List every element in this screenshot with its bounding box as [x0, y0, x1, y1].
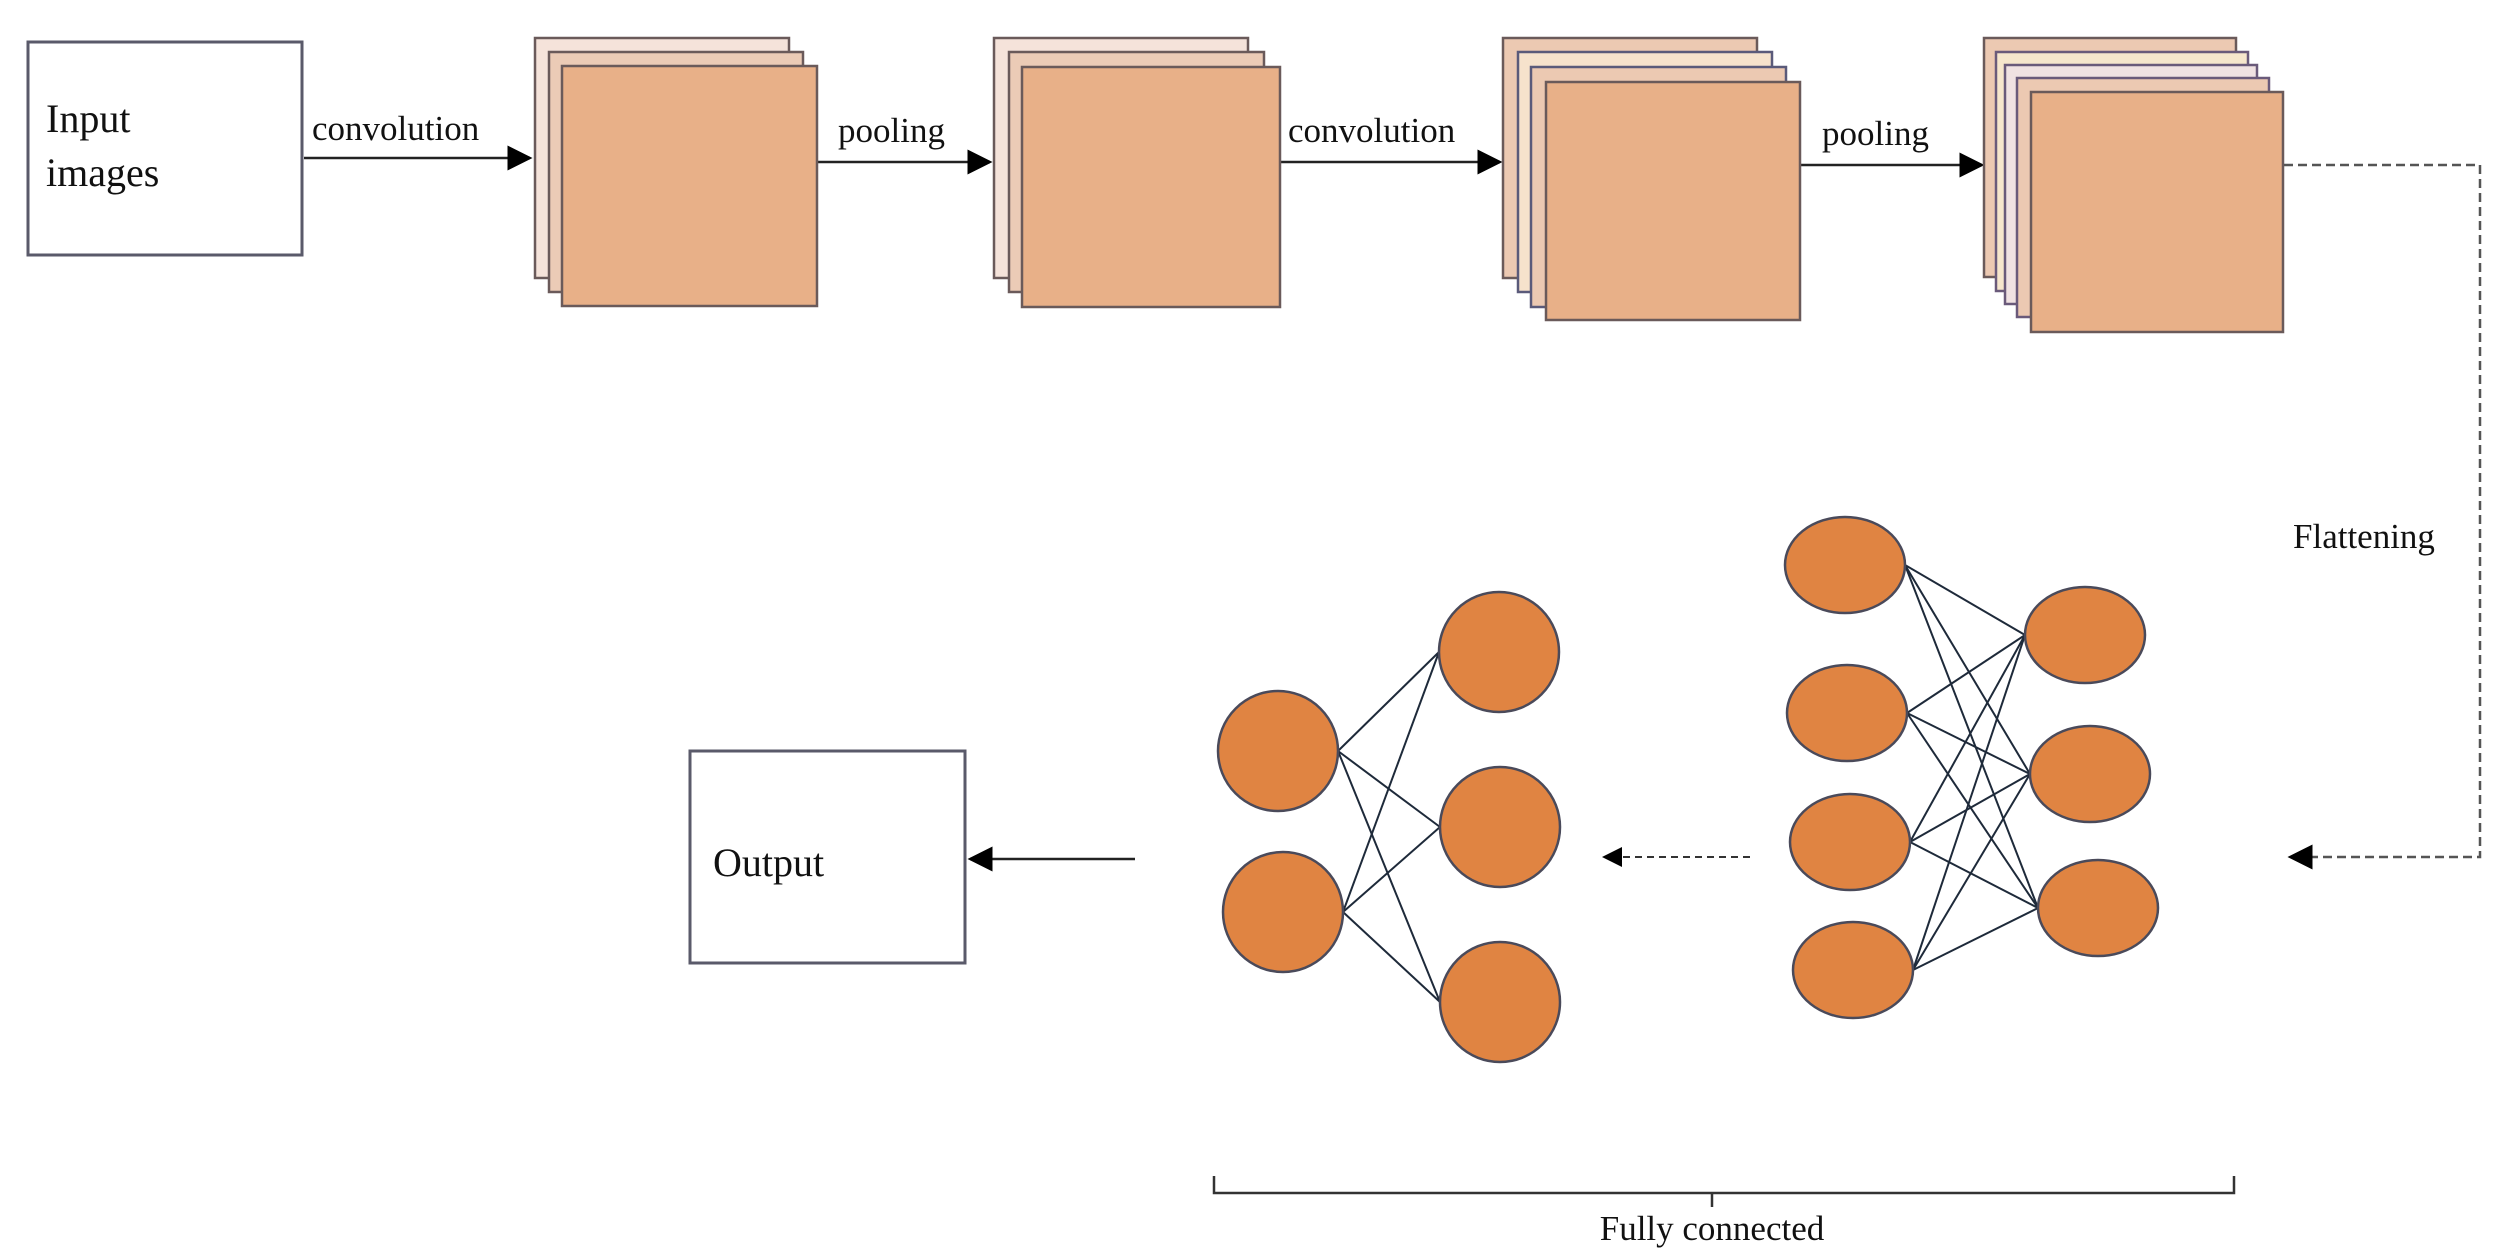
neuron-node — [1221, 850, 1345, 974]
feature-map-sheet — [1020, 65, 1282, 309]
input-images-box: Input images — [26, 40, 304, 257]
neuron-node — [1438, 765, 1562, 889]
connection-line — [1904, 564, 2039, 909]
connection-line — [1912, 634, 2026, 971]
feature-map-stack-pool1 — [992, 36, 1282, 309]
output-box: Output — [688, 749, 967, 965]
feature-map-stack-conv1 — [533, 36, 819, 308]
connection-line — [1342, 651, 1440, 913]
dense-block-right-connections — [1904, 564, 2039, 971]
feature-map-sheet — [1544, 80, 1802, 322]
label-pooling-2: pooling — [1822, 114, 1929, 153]
connection-line — [1909, 841, 2039, 909]
connection-line — [1342, 911, 1441, 1003]
feature-map-sheet — [2029, 90, 2285, 334]
feature-map-sheet — [560, 64, 819, 308]
dense-block-right — [1783, 515, 2160, 1020]
dense-block-left-connections — [1337, 651, 1441, 1003]
neuron-node — [1785, 663, 1909, 763]
neuron-node — [1788, 792, 1912, 892]
label-convolution-2: convolution — [1288, 111, 1455, 150]
connection-line — [1906, 712, 2039, 909]
neuron-node — [1437, 590, 1561, 714]
input-label-line2: images — [46, 150, 159, 195]
connection-line — [1912, 773, 2031, 971]
dense-block-left — [1216, 590, 1562, 1064]
feature-map-stack-pool2 — [1982, 36, 2285, 334]
arrow-pooling-2: pooling — [1801, 114, 1985, 178]
output-label: Output — [713, 840, 824, 885]
flattening-connector: Flattening — [2284, 163, 2482, 870]
label-pooling-1: pooling — [838, 111, 945, 150]
label-convolution-1: convolution — [312, 109, 479, 148]
connection-line — [1337, 750, 1441, 1003]
connection-line — [1909, 773, 2031, 843]
connection-line — [1909, 634, 2026, 843]
label-flattening: Flattening — [2293, 517, 2435, 556]
arrow-pooling-1: pooling — [818, 111, 993, 175]
feature-map-stack-conv2 — [1501, 36, 1802, 322]
neuron-node — [1791, 920, 1915, 1020]
fully-connected-bracket: Fully connected — [1212, 1176, 2236, 1248]
arrow-convolution-1: convolution — [304, 109, 533, 171]
connection-line — [1906, 712, 2031, 775]
neuron-node — [2028, 724, 2152, 824]
connection-line — [1912, 907, 2039, 971]
neuron-node — [2036, 858, 2160, 958]
neuron-node — [1783, 515, 1907, 615]
connection-line — [1904, 564, 2026, 636]
neuron-node — [1438, 940, 1562, 1064]
arrow-convolution-2: convolution — [1281, 111, 1503, 175]
label-fully-connected: Fully connected — [1600, 1209, 1825, 1248]
connection-line — [1904, 564, 2031, 775]
connection-line — [1906, 634, 2026, 714]
connection-line — [1337, 651, 1440, 752]
neuron-node — [1216, 689, 1340, 813]
input-label-line1: Input — [46, 96, 130, 141]
neuron-node — [2023, 585, 2147, 685]
connection-line — [1342, 826, 1441, 913]
